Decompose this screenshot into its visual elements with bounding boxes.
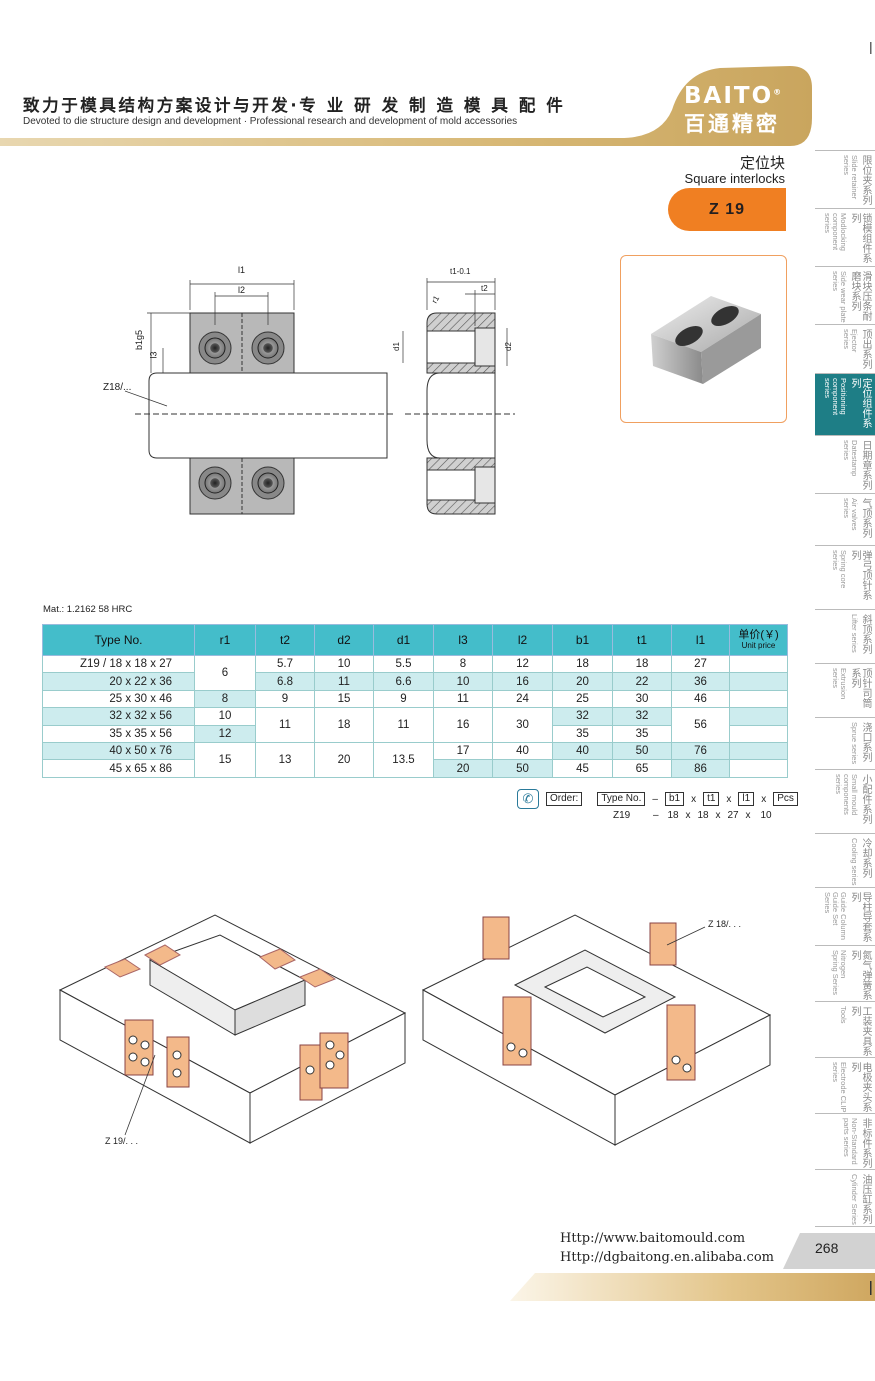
header-band xyxy=(0,42,872,146)
label-z19-illustration: Z 19/. . . xyxy=(105,1136,139,1146)
col-header: r1 xyxy=(194,624,256,656)
product-name-cn: 定位块 xyxy=(739,154,785,172)
order-field: b1 xyxy=(664,792,685,806)
product-name-en: Square interlocks xyxy=(684,171,785,186)
header-title-cn: 致力于模具结构方案设计与开发·专 业 研 发 制 造 模 具 配 件 xyxy=(23,96,566,115)
footer-url[interactable]: Http://dgbaitong.en.alibaba.com xyxy=(560,1250,774,1265)
col-header: d1 xyxy=(373,624,434,656)
footer-url[interactable]: Http://www.baitomould.com xyxy=(560,1231,746,1246)
order-field: t1 xyxy=(703,792,720,806)
product-photo-frame xyxy=(620,255,787,423)
phone-icon: ✆ xyxy=(517,789,539,809)
dim-l3: l3 xyxy=(148,351,159,359)
order-example-value: 27 xyxy=(727,810,739,821)
technical-drawing xyxy=(124,278,515,515)
product-code-badge: Z 19 xyxy=(668,188,786,231)
dim-t2: t2 xyxy=(481,284,488,293)
dim-b1g5: b1g5 xyxy=(134,329,145,351)
order-example-value: 10 xyxy=(760,810,772,821)
table-row: 40 x 50 x 76 15 13 20 13.5 17 40 40 50 7… xyxy=(42,741,788,778)
col-header: l2 xyxy=(492,624,553,656)
brand-logo-cn: 百通精密 xyxy=(684,112,780,136)
col-header: t1 xyxy=(612,624,672,656)
table-row: 20 x 22 x 36 6.8 11 6.6 10 16 20 22 36 xyxy=(42,672,788,691)
footer-band xyxy=(510,1233,875,1301)
dim-d1: d1 xyxy=(391,342,401,351)
order-field: Type No. xyxy=(597,792,646,806)
table-header-row: Type No. r1 t2 d2 d1 l3 l2 b1 t1 l1 单价(￥… xyxy=(42,624,788,656)
col-header: l3 xyxy=(433,624,493,656)
order-field: Pcs xyxy=(773,792,798,806)
table-row: 45 x 65 x 86 20 50 45 65 86 xyxy=(42,759,788,778)
dim-d2: d2 xyxy=(503,342,513,351)
page-number: 268 xyxy=(815,1240,839,1256)
brand-logo-en: BAITO® xyxy=(684,83,784,109)
col-header: t2 xyxy=(255,624,315,656)
col-header: l1 xyxy=(671,624,730,656)
dim-l1: l1 xyxy=(238,265,246,275)
material-spec: Mat.: 1.2162 58 HRC xyxy=(43,604,133,615)
order-example-value: 18 xyxy=(667,810,679,821)
dim-t1: t1-0.1 xyxy=(450,267,471,276)
product-photo xyxy=(651,296,761,384)
label-z18-drawing: Z18/... xyxy=(103,382,132,393)
col-header: d2 xyxy=(314,624,374,656)
footer-urls: Http://www.baitomould.com Http://dgbaito… xyxy=(560,1229,774,1267)
order-example-value: Z19 xyxy=(613,810,631,821)
spec-table: Type No. r1 t2 d2 d1 l3 l2 b1 t1 l1 单价(￥… xyxy=(42,624,788,778)
label-z18-illustration: Z 18/. . . xyxy=(708,919,742,929)
col-header-price: 单价(￥)Unit price xyxy=(729,624,788,656)
assembly-illustrations xyxy=(58,914,772,1146)
table-row: 32 x 32 x 56 10 11 18 11 16 30 32 32 56 xyxy=(42,707,788,743)
order-field: l1 xyxy=(738,792,755,806)
table-row: 25 x 30 x 46 8 9 15 9 11 24 25 30 46 xyxy=(42,689,788,709)
dim-l2: l2 xyxy=(238,285,246,295)
order-label: Order: xyxy=(546,792,583,806)
table-row: Z19 / 18 x 18 x 27 6 5.7 10 5.5 8 12 18 … xyxy=(42,654,788,691)
order-example-value: 18 xyxy=(697,810,709,821)
header-subtitle-en: Devoted to die structure design and deve… xyxy=(23,116,518,127)
col-header: Type No. xyxy=(42,624,195,656)
col-header: b1 xyxy=(552,624,613,656)
